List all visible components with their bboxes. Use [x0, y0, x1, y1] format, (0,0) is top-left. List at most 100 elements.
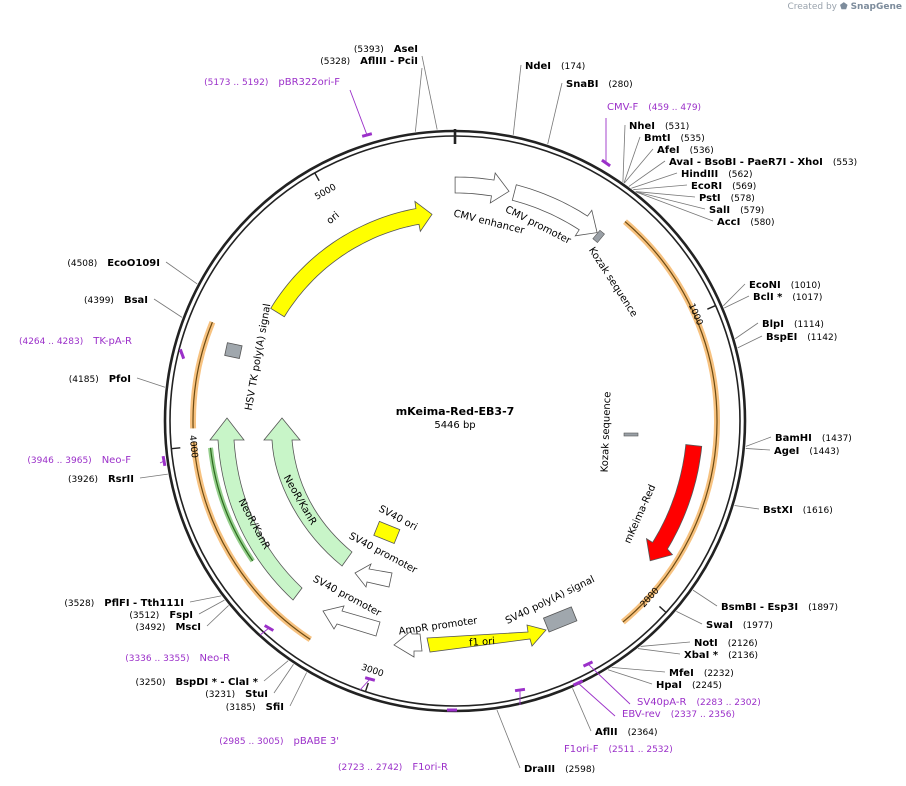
enzyme-position: (578) [731, 194, 755, 204]
enzyme-name: HpaI [656, 680, 682, 691]
enzyme-site-psti[interactable]: PstI(578) [635, 191, 755, 204]
enzyme-leader-line [635, 191, 706, 210]
enzyme-site-ndei[interactable]: NdeI(174) [512, 61, 585, 135]
enzyme-name: AvaI - BsoBI - PaeR7I - XhoI [669, 157, 823, 168]
enzyme-name: AccI [717, 217, 740, 228]
primer-tk-pa-r[interactable]: TK-pA-R(4264 .. 4283) [19, 336, 186, 360]
enzyme-position: (3185) [226, 703, 256, 713]
enzyme-leader-line [637, 648, 681, 655]
snapgene-logo-icon: ⬟ [839, 2, 848, 12]
enzyme-position: (3492) [136, 623, 166, 633]
enzyme-site-aflii[interactable]: AflII(2364) [572, 688, 658, 738]
enzyme-leader-line [165, 261, 198, 285]
enzyme-name: SalI [709, 205, 730, 216]
enzyme-site-rsrii[interactable]: RsrII(3926) [68, 473, 168, 485]
primer-pbabe-3-[interactable]: pBABE 3'(2985 .. 3005) [219, 676, 376, 747]
enzyme-site-ecori[interactable]: EcoRI(569) [633, 181, 756, 192]
enzyme-site-msci[interactable]: MscI (3492) [136, 605, 229, 633]
primer-ebv-rev[interactable]: EBV-rev(2337 .. 2356) [572, 679, 735, 720]
enzyme-site-econi[interactable]: EcoNI(1010) [723, 280, 821, 307]
enzyme-site-snabi[interactable]: SnaBI(280) [547, 79, 633, 145]
enzyme-site-bsai[interactable]: BsaI(4399) [84, 295, 183, 318]
primer-name: pBABE 3' [293, 736, 339, 747]
primer-f1ori-f[interactable]: F1ori-F(2511 .. 2532) [514, 687, 673, 755]
enzyme-leader-line [623, 136, 641, 184]
enzyme-site-sfii[interactable]: SfiI (3185) [226, 672, 307, 713]
enzyme-site-noti[interactable]: NotI(2126) [640, 638, 758, 649]
enzyme-site-avai[interactable]: AvaI - BsoBI - PaeR7I - XhoI(553) [628, 157, 857, 187]
tick-label: 5000 [313, 182, 338, 202]
primer-name: pBR322ori-F [278, 77, 340, 88]
enzyme-site-bamhi[interactable]: BamHI(1437) [745, 433, 852, 447]
primer-pbr322ori-f[interactable]: pBR322ori-F (5173 .. 5192) [204, 77, 373, 138]
primer-neo-r[interactable]: Neo-R(3336 .. 3355) [125, 624, 275, 664]
enzyme-position: (1977) [743, 621, 773, 631]
enzyme-site-mfei[interactable]: MfeI(2232) [611, 666, 734, 679]
enzyme-site-asei[interactable]: AseI(5393) [354, 44, 438, 130]
enzyme-site-sali[interactable]: SalI(579) [635, 191, 764, 216]
primer-neo-f[interactable]: Neo-F(3946 .. 3965) [27, 455, 167, 467]
enzyme-position: (1897) [808, 603, 838, 613]
enzyme-name: SfiI [266, 702, 284, 713]
enzyme-name: AflIII - PciI [360, 56, 418, 67]
enzyme-site-agei[interactable]: AgeI(1443) [745, 446, 840, 457]
primer-leader-line [349, 89, 368, 136]
enzyme-name: NotI [694, 638, 718, 649]
enzyme-site-afliii[interactable]: AflIII - PciI (5328) [320, 56, 423, 132]
enzyme-leader-line [198, 599, 225, 615]
orf-glow-neo-inner-line [209, 447, 254, 562]
feature-ori [270, 200, 433, 318]
primer-sv40pa-r[interactable]: SV40pA-R(2283 .. 2302) [582, 660, 761, 708]
enzyme-name: EcoRI [691, 181, 722, 192]
enzyme-leader-line [635, 191, 714, 222]
enzyme-leader-line [622, 124, 626, 183]
enzyme-site-ecoo109i[interactable]: EcoO109I(4508) [67, 258, 198, 285]
feature-kozak-2 [623, 432, 639, 437]
enzyme-name: BlpI [762, 319, 784, 330]
enzyme-site-bspei[interactable]: BspEI(1142) [737, 332, 838, 349]
enzyme-position: (1114) [794, 320, 824, 330]
feature-ampr-promoter-label: AmpR promoter [398, 615, 479, 637]
enzyme-leader-line [745, 448, 771, 451]
enzyme-site-draiii[interactable]: DraIII(2598) [496, 709, 595, 775]
feature-neo-kanr-outer [209, 417, 303, 601]
enzyme-name: MscI [175, 622, 201, 633]
enzyme-site-pflfi[interactable]: PflFI - Tth111I(3528) [64, 595, 222, 609]
enzyme-name: BmtI [644, 133, 671, 144]
enzyme-position: (280) [608, 80, 632, 90]
enzyme-site-afei[interactable]: AfeI(536) [623, 145, 714, 184]
enzyme-position: (5328) [320, 57, 350, 67]
enzyme-leader-line [414, 67, 423, 132]
enzyme-site-hindiii[interactable]: HindIII(562) [631, 169, 752, 189]
enzyme-position: (3231) [205, 690, 235, 700]
enzyme-site-stui[interactable]: StuI(3231) [205, 664, 294, 700]
enzyme-site-bsmbi[interactable]: BsmBI - Esp3I(1897) [692, 589, 838, 613]
enzyme-site-swai[interactable]: SwaI(1977) [676, 611, 773, 631]
enzyme-position: (1437) [822, 434, 852, 444]
enzyme-leader-line [263, 660, 289, 682]
enzyme-site-fspi[interactable]: FspI(3512) [129, 599, 225, 621]
enzyme-position: (1010) [791, 281, 821, 291]
enzyme-site-nhei[interactable]: NheI(531) [622, 121, 689, 183]
enzyme-site-acci[interactable]: AccI(580) [635, 191, 775, 228]
primer-f1ori-r[interactable]: F1ori-R(2723 .. 2742) [338, 708, 457, 774]
enzyme-site-bcli[interactable]: BclI *(1017) [724, 292, 822, 309]
primer-name: CMV-F [607, 102, 638, 113]
enzyme-site-hpai[interactable]: HpaI(2245) [607, 669, 722, 691]
enzyme-layer: AseI(5393)AflIII - PciI (5328) NdeI(174)Sn… [64, 44, 857, 775]
enzyme-site-blpi[interactable]: BlpI (1114) [734, 319, 824, 340]
enzyme-leader-line [496, 709, 521, 769]
enzyme-site-bspdi[interactable]: BspDI * - ClaI *(3250) [136, 660, 289, 688]
enzyme-site-pfoi[interactable]: PfoI(4185) [69, 374, 166, 388]
orf-glow-neo-line [193, 441, 311, 640]
enzyme-site-xbai[interactable]: XbaI *(2136) [637, 648, 758, 661]
primer-name: TK-pA-R [92, 336, 132, 347]
enzyme-site-bmti[interactable]: BmtI(535) [623, 133, 705, 184]
primer-range: (5173 .. 5192) [204, 78, 268, 88]
primer-cmv-f[interactable]: CMV-F(459 .. 479) [601, 102, 701, 168]
enzyme-name: NdeI [525, 61, 551, 72]
enzyme-leader-line [139, 473, 168, 479]
enzyme-name: AfeI [657, 145, 680, 156]
enzyme-leader-line [745, 436, 772, 447]
enzyme-site-bstxi[interactable]: BstXI(1616) [734, 505, 833, 516]
